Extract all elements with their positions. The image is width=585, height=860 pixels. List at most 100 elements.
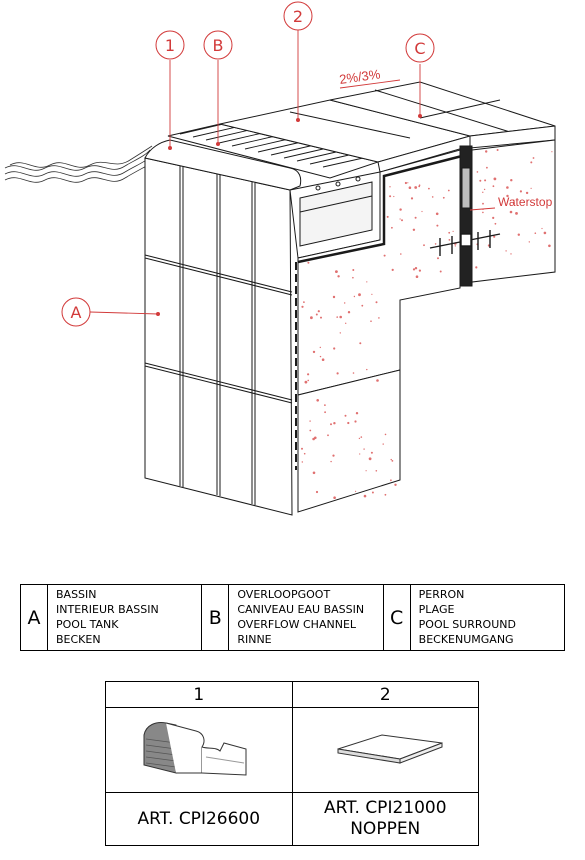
product-article: ART. CPI26600: [105, 792, 293, 846]
speckle-dot: [494, 222, 497, 225]
speckle-dot: [439, 270, 442, 273]
speckle-dot: [541, 227, 543, 230]
speckle-dot: [344, 414, 347, 417]
speckle-dot: [316, 399, 320, 402]
speckle-dot: [390, 479, 392, 482]
speckle-dot: [344, 302, 346, 304]
legend-letter: C: [382, 584, 411, 651]
speckle-dot: [435, 212, 439, 216]
speckle-dot: [389, 186, 391, 188]
pool-edge-technical-drawing: 1 B 2 C A 2%/3% Waterstop: [4, 1, 556, 516]
svg-text:1: 1: [165, 36, 175, 55]
product-image-coping: [105, 707, 293, 793]
speckle-dot: [519, 190, 523, 193]
speckle-dot: [370, 320, 372, 323]
speckle-dot: [363, 448, 365, 450]
speckle-dot: [479, 179, 482, 182]
speckle-dot: [319, 346, 321, 349]
speckle-dot: [320, 316, 322, 319]
speckle-dot: [515, 212, 518, 215]
callout-dots: [156, 114, 422, 316]
speckle-dot: [312, 350, 316, 354]
speckle-dot: [303, 452, 306, 455]
callout-2: 2: [283, 1, 313, 31]
speckle-dot: [378, 317, 380, 319]
waterproof-membrane: [295, 154, 463, 470]
speckle-dot: [418, 185, 421, 188]
svg-text:B: B: [213, 36, 224, 55]
speckle-dot: [391, 226, 393, 229]
speckle-dot: [532, 157, 535, 159]
speckle-dot: [414, 267, 418, 270]
speckle-dot: [366, 368, 368, 371]
speckle-dot: [382, 443, 384, 445]
slope-annotation: 2%/3%: [338, 66, 381, 87]
speckle-dot: [442, 196, 445, 199]
callout-c: C: [405, 33, 435, 63]
speckle-dot: [371, 293, 373, 295]
speckle-dot: [309, 429, 312, 432]
speckle-dot: [359, 342, 362, 345]
speckle-dot: [366, 281, 368, 283]
speckle-dot: [493, 235, 496, 238]
product-number: 2: [291, 681, 479, 708]
speckle-dot: [321, 358, 325, 362]
speckle-dot: [309, 420, 311, 422]
speckle-dot: [312, 471, 316, 475]
speckle-dot: [358, 293, 361, 297]
speckle-dot: [333, 347, 336, 350]
speckle-dot: [534, 232, 537, 234]
speckle-dot: [355, 490, 357, 492]
speckle-dot: [315, 313, 318, 316]
speckle-dot: [412, 228, 416, 231]
speckle-dot: [476, 171, 479, 173]
product-article: ART. CPI21000 NOPPEN: [291, 792, 479, 846]
speckle-dot: [482, 211, 484, 214]
speckle-dot: [551, 151, 553, 153]
speckle-dot: [370, 451, 373, 454]
speckle-dot: [339, 315, 343, 319]
speckle-dot: [365, 470, 367, 472]
speckle-dot: [543, 231, 547, 235]
svg-text:C: C: [414, 39, 425, 58]
speckle-dot: [314, 436, 317, 440]
speckle-dot: [307, 261, 310, 264]
speckle-dot: [399, 218, 401, 220]
callout-b: B: [203, 30, 233, 60]
speckle-dot: [361, 304, 364, 307]
speckle-dot: [512, 202, 515, 205]
speckle-dot: [310, 316, 313, 320]
speckle-dot: [492, 216, 495, 219]
speckle-dot: [386, 215, 389, 218]
speckle-dot: [315, 490, 319, 494]
overflow-channel: [144, 121, 381, 259]
water-waves: [4, 145, 153, 183]
speckle-dot: [359, 453, 361, 455]
speckle-dot: [339, 332, 341, 334]
pool-surround-slabs: [219, 81, 556, 173]
speckle-dot: [353, 295, 356, 298]
speckle-dot: [391, 460, 394, 462]
speckle-dot: [431, 196, 434, 198]
speckle-dot: [530, 187, 532, 189]
speckle-dot: [421, 210, 423, 213]
speckle-dot: [327, 434, 329, 437]
speckle-dot: [414, 216, 417, 219]
speckle-dot: [505, 250, 507, 252]
speckle-dot: [512, 199, 515, 202]
speckle-dot: [496, 149, 499, 151]
legend-letter: B: [201, 584, 230, 651]
speckle-dot: [345, 322, 347, 324]
speckle-dot: [390, 458, 392, 461]
speckle-dot: [324, 404, 326, 406]
speckle-dot: [301, 305, 304, 308]
speckle-dot: [330, 460, 332, 463]
speckle-dot: [335, 270, 338, 273]
speckle-dot: [332, 454, 335, 457]
speckle-dot: [333, 422, 336, 425]
pool-tank-wall: [144, 157, 293, 516]
speckle-dot: [371, 491, 374, 494]
speckle-dot: [304, 380, 308, 384]
